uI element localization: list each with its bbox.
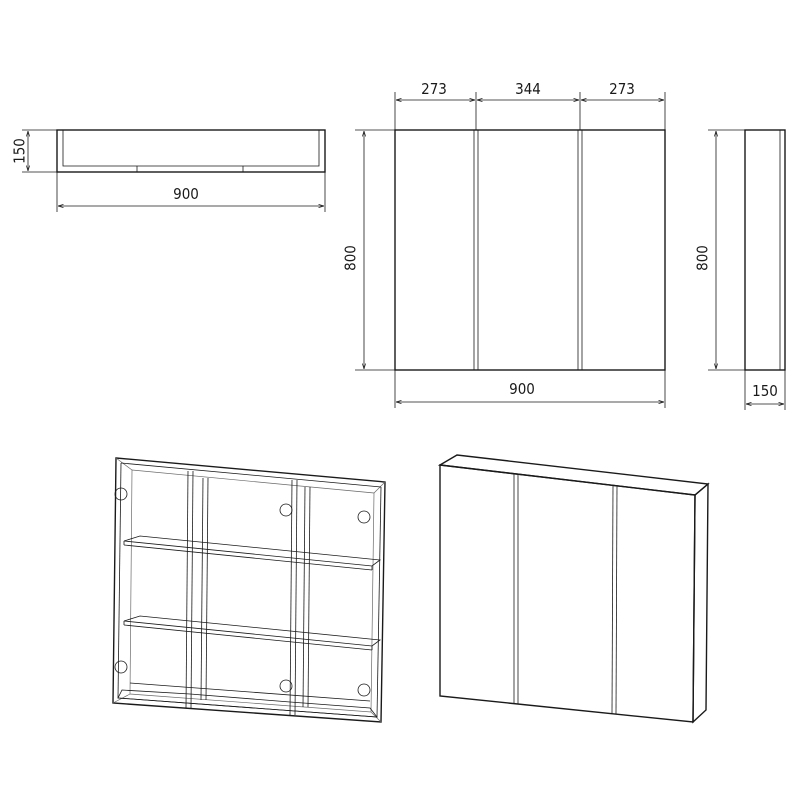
closed-door-gap-2 <box>611 485 614 714</box>
hinge-icon <box>114 487 128 501</box>
hinge-icon <box>279 503 293 517</box>
interior-base <box>117 689 378 718</box>
top-width-label: 900 <box>173 185 199 203</box>
interior-perspective-view <box>112 457 386 723</box>
interior-back-frame <box>129 469 375 713</box>
hinge-icons <box>114 487 371 697</box>
hinge-icon <box>279 679 293 693</box>
top-view-inner-wall <box>62 130 320 167</box>
side-view: 800 150 <box>694 129 786 410</box>
front-view-outline <box>394 129 666 371</box>
interior-front-frame <box>112 457 386 723</box>
closed-perspective-view <box>437 454 710 724</box>
top-view: 150 900 <box>11 129 326 212</box>
right-door-width-label: 273 <box>609 80 635 98</box>
middle-door-width-label: 344 <box>515 80 541 98</box>
side-depth-label: 150 <box>752 382 778 400</box>
upper-shelf <box>123 535 382 571</box>
closed-top-panel <box>437 454 710 496</box>
hinge-icon <box>114 660 128 674</box>
hinge-icon <box>357 683 371 697</box>
interior-divider-left <box>185 470 209 709</box>
side-view-outline <box>744 129 786 371</box>
lower-shelf <box>123 615 382 651</box>
front-width-label: 900 <box>509 380 535 398</box>
hinge-icon <box>357 510 371 524</box>
left-door-width-label: 273 <box>421 80 447 98</box>
front-height-label: 800 <box>342 245 360 271</box>
front-view: 273 344 273 800 900 <box>342 80 666 408</box>
top-depth-label: 150 <box>11 138 29 164</box>
interior-divider-right <box>289 479 311 716</box>
closed-front-face <box>439 464 696 723</box>
side-height-label: 800 <box>694 245 712 271</box>
